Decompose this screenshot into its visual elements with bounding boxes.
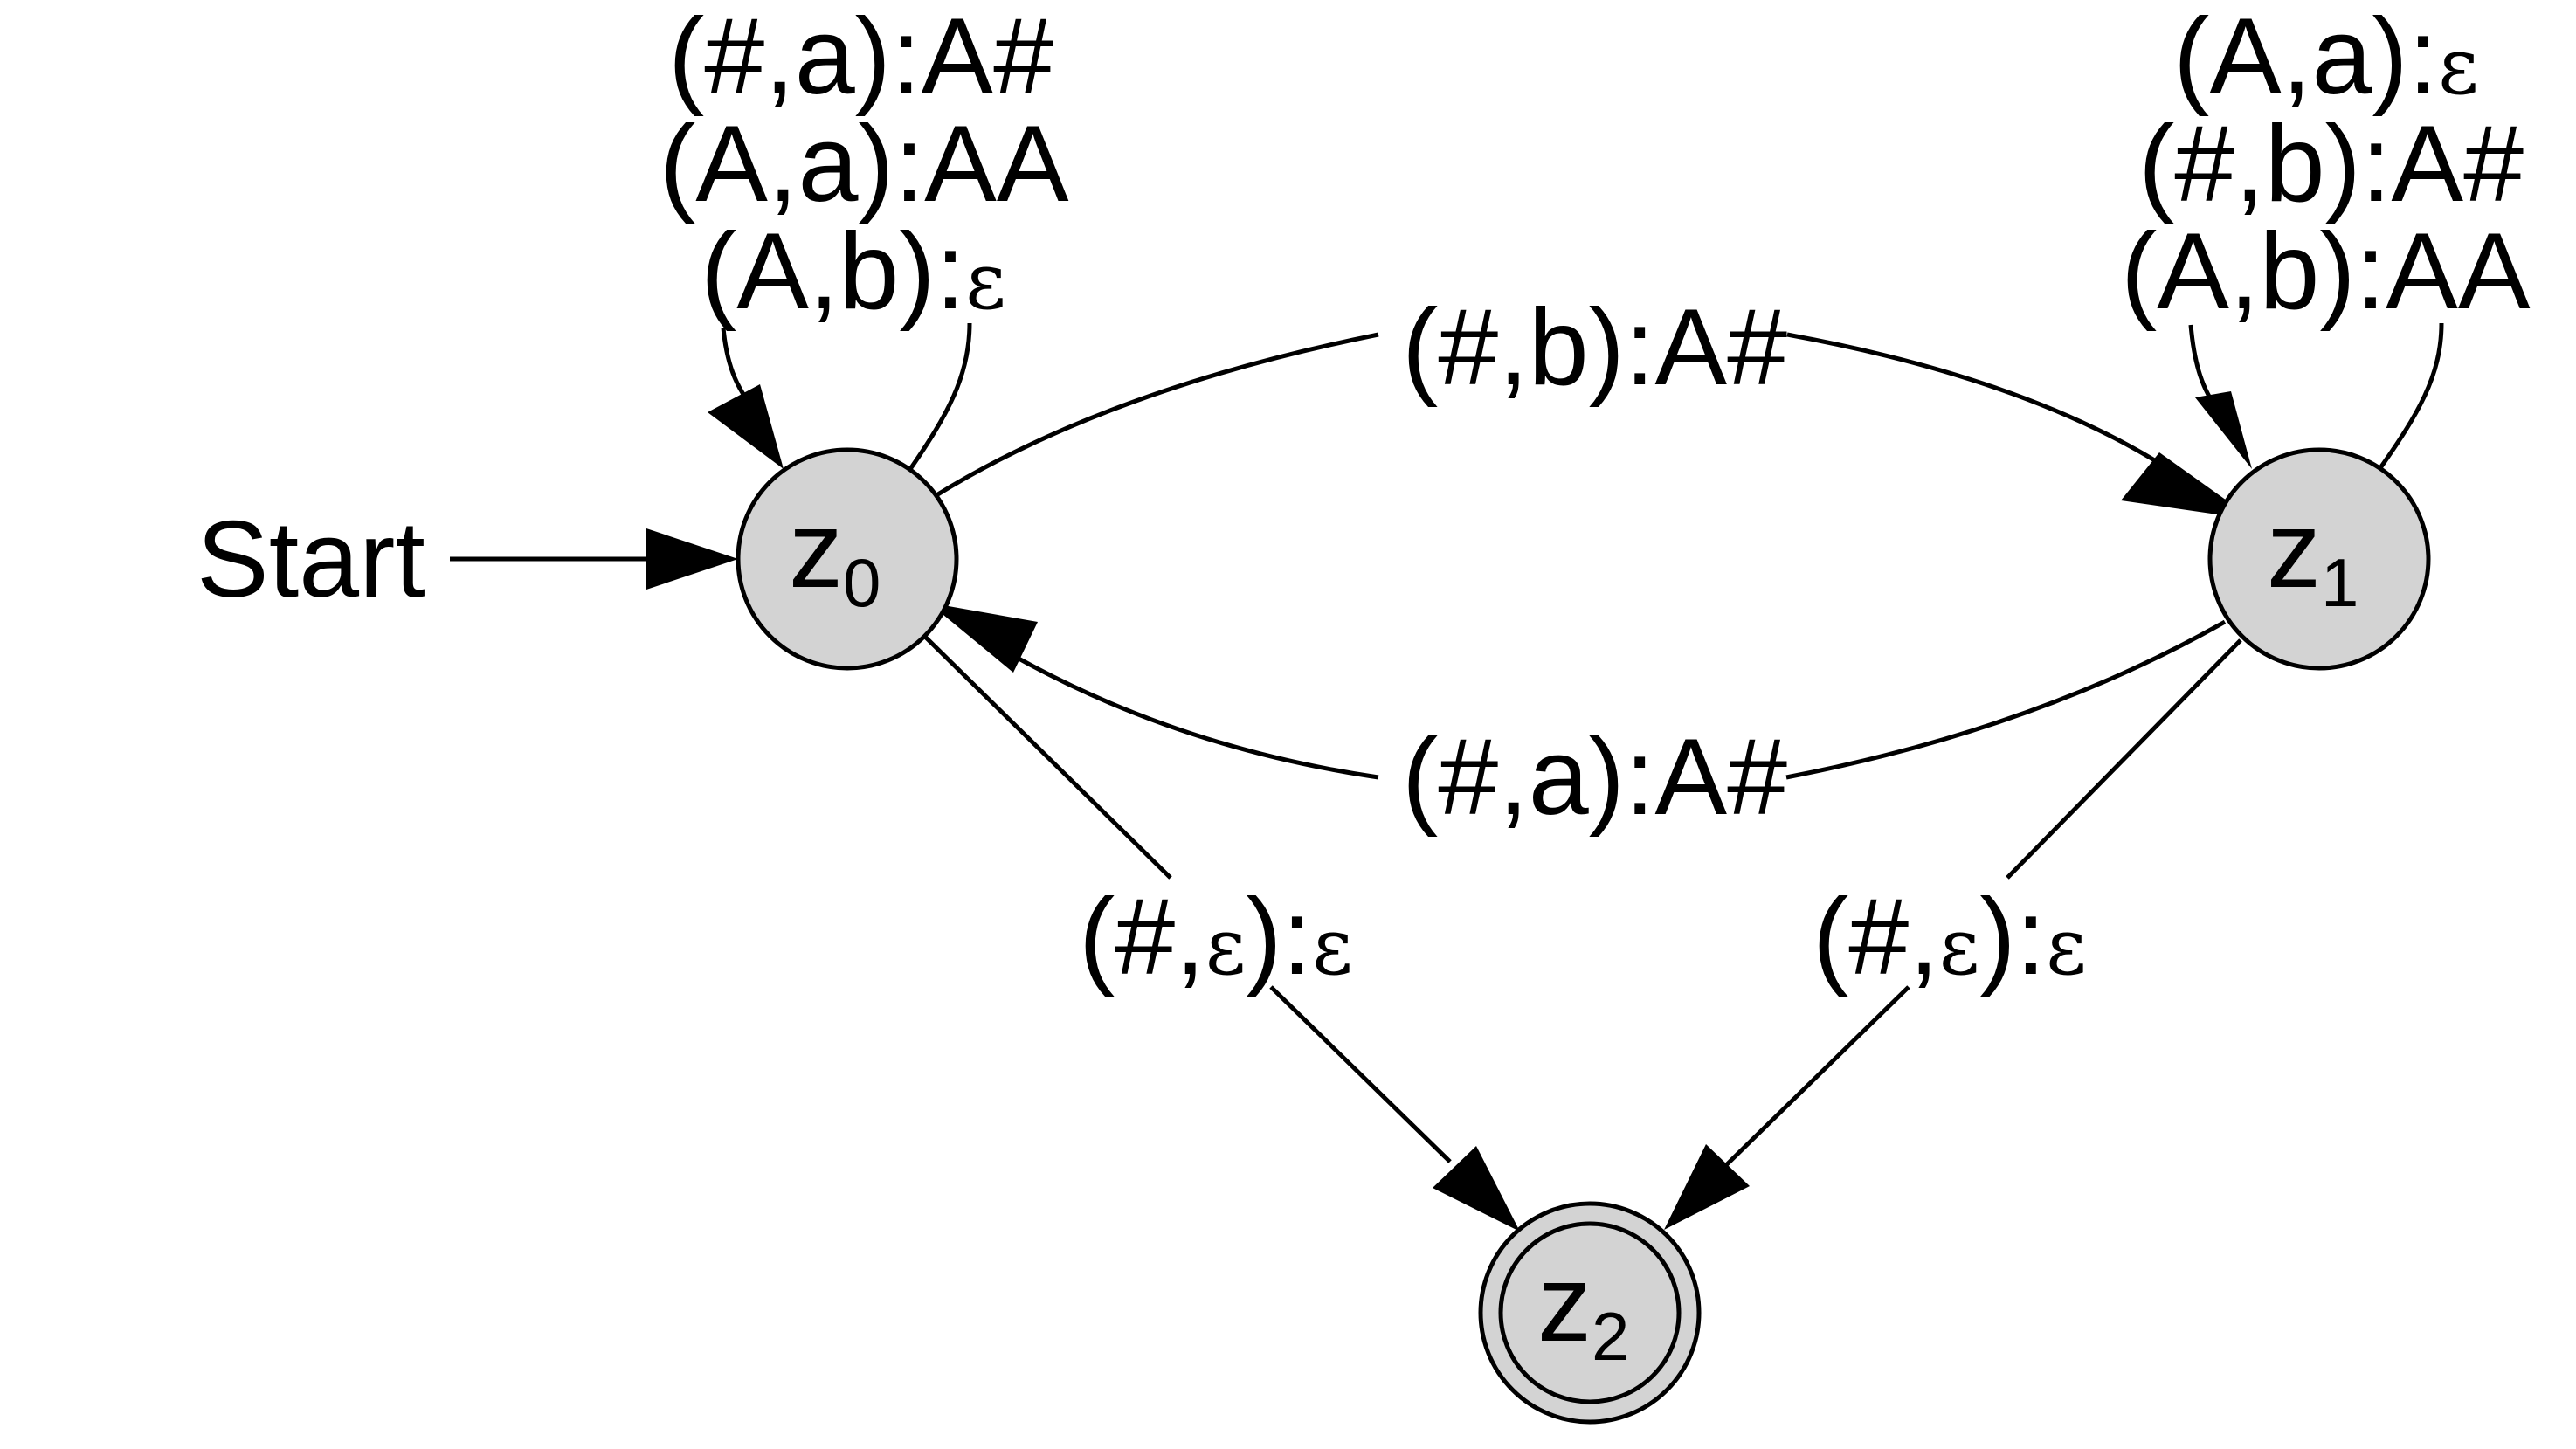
z0-loop-label-2: (A,a):AA — [660, 104, 1069, 224]
z0-loop-arrowhead — [708, 384, 784, 469]
start-label: Start — [197, 500, 425, 620]
edge-z1-to-z2-label: (#,ε):ε — [1813, 877, 2087, 997]
edge-z0-to-z1-label: (#,b):A# — [1402, 287, 1787, 408]
z1-loop-arrowhead — [2195, 391, 2252, 469]
z1-loop-label-3: (A,b):AA — [2121, 211, 2531, 332]
state-z0-circle — [736, 447, 959, 671]
edge-z0-loop — [708, 322, 972, 473]
z0-loop-label-3: (A,b):ε — [701, 211, 1006, 332]
edge-z1-loop — [2188, 322, 2444, 473]
z1-to-z0-arrowhead — [929, 603, 1038, 673]
z1-loop-label-1: (A,a):ε — [2173, 0, 2479, 117]
edge-z1-to-z0-label: (#,a):A# — [1402, 717, 1787, 838]
z0-to-z1-arrowhead — [2121, 452, 2254, 520]
z0-to-z2-arrowhead — [1433, 1146, 1520, 1232]
state-z2-inner-circle — [1498, 1221, 1682, 1404]
z0-loop-label-1: (#,a):A# — [668, 0, 1053, 117]
start-arrowhead — [646, 528, 738, 590]
state-z1-circle — [2207, 447, 2431, 671]
z1-to-z2-arrowhead — [1664, 1144, 1750, 1230]
edge-z0-to-z2 — [922, 634, 1520, 1232]
z0-loop-labels: (#,a):A# (A,a):AA (A,b):ε — [660, 0, 1069, 332]
edge-z1-to-z0 — [929, 603, 2227, 780]
edge-z0-to-z2-label: (#,ε):ε — [1079, 877, 1353, 997]
edge-z0-to-z1 — [935, 332, 2254, 520]
z1-loop-label-2: (#,b):A# — [2138, 104, 2524, 224]
z1-loop-labels: (A,a):ε (#,b):A# (A,b):AA — [2121, 0, 2531, 332]
state-z2: z2 — [1478, 1201, 1702, 1425]
state-z1-label: z1 — [2267, 490, 2358, 621]
state-z0: z0 — [736, 447, 959, 671]
start-edge — [450, 528, 738, 590]
state-z2-label: z2 — [1537, 1244, 1629, 1375]
edge-z1-to-z2 — [1664, 638, 2242, 1230]
state-z0-label: z0 — [789, 490, 881, 621]
state-z1: z1 — [2207, 447, 2431, 671]
